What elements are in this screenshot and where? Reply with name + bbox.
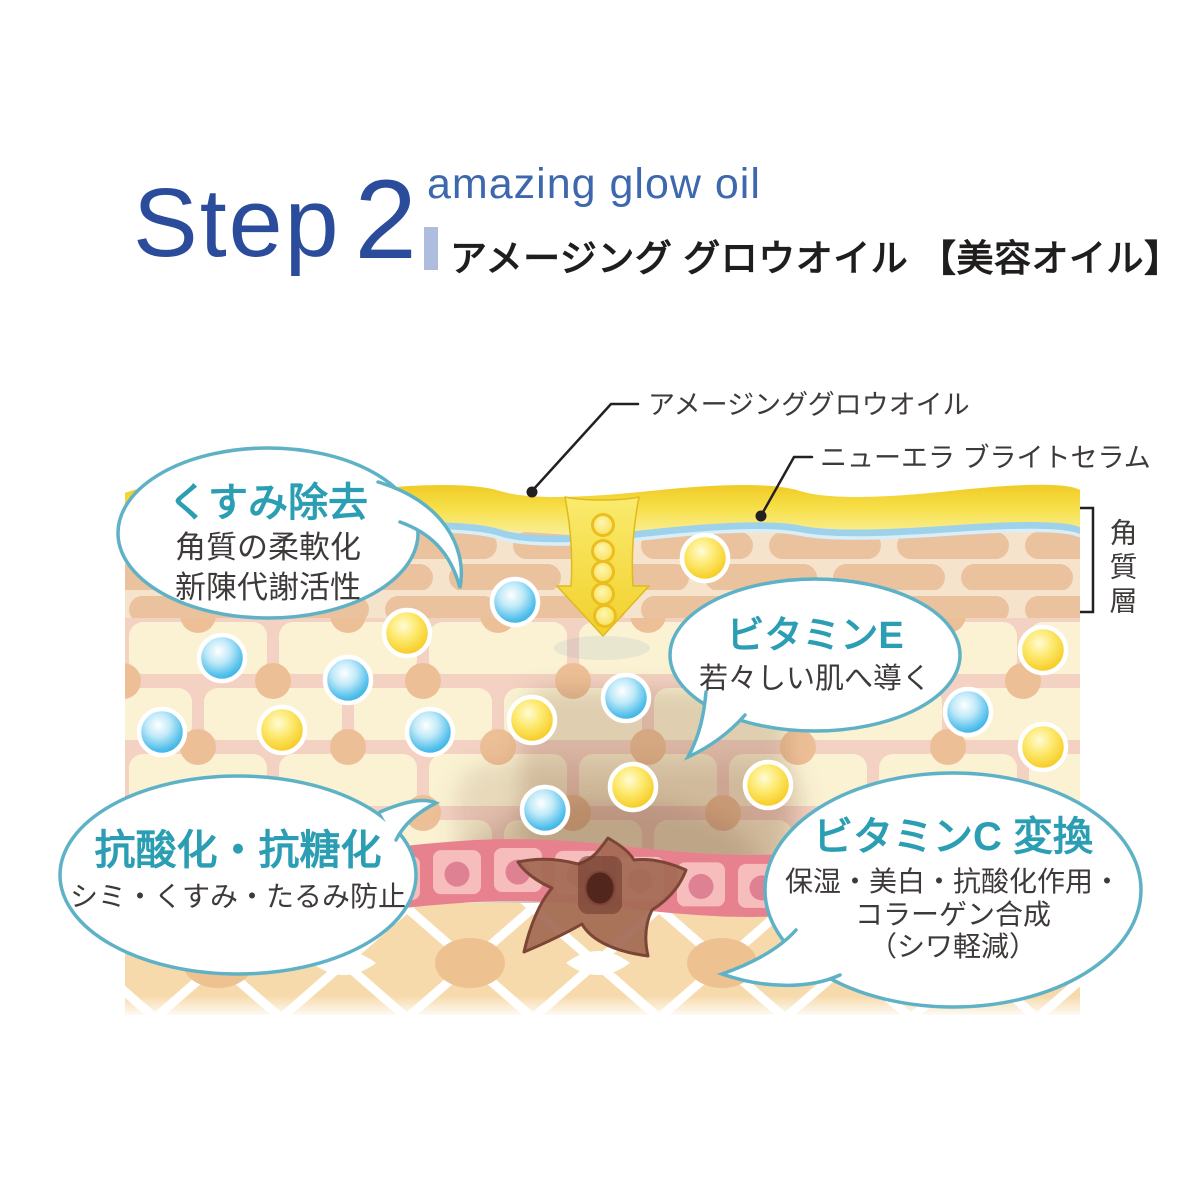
stratum-corneum-callout: 角質層 [1080,508,1138,620]
blue-particle [199,635,245,681]
bubble1-title: くすみ除去 [168,481,368,525]
yellow-particle [384,610,430,656]
yellow-particle [509,697,555,743]
blue-particle [139,709,185,755]
basal-cell-nucleus [689,874,714,899]
bubble3-line1: シミ・くすみ・たるみ防止 [70,881,406,912]
oil-droplet-dots [593,515,616,627]
serum-label: ニューエラ ブライトセラム [820,443,1151,473]
yellow-particle [1020,627,1066,673]
bubble4-line1: 保湿・美白・抗酸化作用・ [785,866,1121,897]
yellow-particle [745,762,791,808]
bubble2-line1: 若々しい肌へ導く [699,662,931,695]
bubble1-line2: 新陳代謝活性 [175,570,361,605]
yellow-particle [1020,724,1066,770]
yellow-particle [610,764,656,810]
melanocyte-nucleus [586,872,615,905]
yellow-particle [259,707,305,753]
bubble3-title: 抗酸化・抗糖化 [95,827,382,873]
yellow-particle [682,535,728,581]
stratum-corneum-label: 角質層 [1107,518,1138,620]
blue-particle [603,675,649,721]
blue-particle [325,657,371,703]
blue-particle [407,709,453,755]
bubble4-line2: コラーゲン合成 [855,899,1051,930]
blue-particle [492,579,538,625]
blue-particle [522,787,568,833]
bubble4-line3: （シワ軽減） [869,931,1037,962]
oil-label: アメージンググロウオイル [648,390,970,420]
bubble4-title: ビタミンC 変換 [813,814,1094,859]
basal-cell-nucleus [445,862,470,887]
bubble1-line1: 角質の柔軟化 [175,530,361,565]
bubble2-title: ビタミンE [726,615,903,657]
blue-particle [945,689,991,735]
